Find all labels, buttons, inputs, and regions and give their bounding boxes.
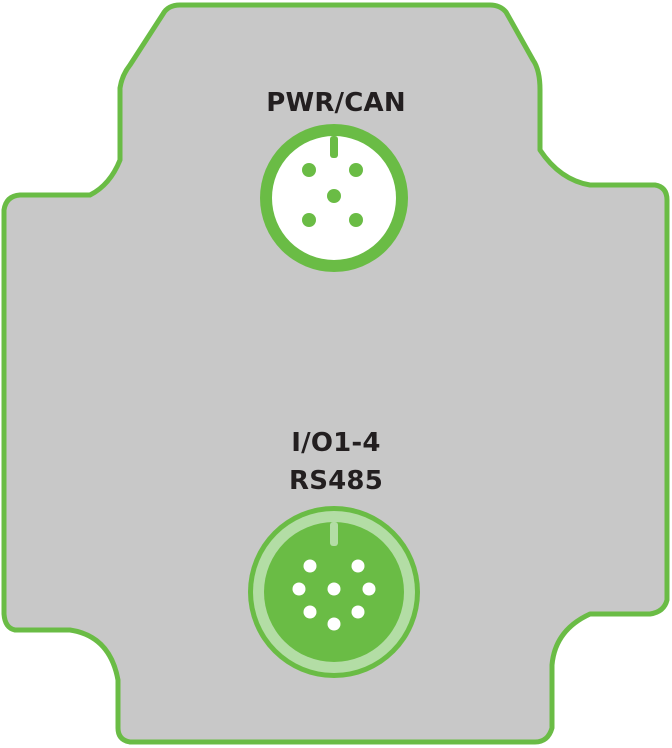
pwr-can-pin-1 (302, 163, 316, 177)
pwr-can-key (330, 136, 338, 158)
pwr-can-connector (260, 124, 408, 272)
io-pin-4 (327, 582, 341, 596)
io-pin-7 (351, 605, 365, 619)
pwr-can-pin-5 (349, 213, 363, 227)
io-label: I/O1-4 (291, 428, 381, 458)
io-pin-8 (327, 617, 341, 631)
io-pin-3 (292, 582, 306, 596)
pwr-can-pin-4 (302, 213, 316, 227)
io-rs485-connector (248, 506, 420, 678)
io-pin-2 (351, 559, 365, 573)
io-pin-5 (362, 582, 376, 596)
pwr-can-label: PWR/CAN (266, 88, 406, 118)
pwr-can-pin-3 (327, 189, 341, 203)
pwr-can-pin-2 (349, 163, 363, 177)
rs485-label: RS485 (288, 466, 384, 496)
io-pin-6 (303, 605, 317, 619)
io-pin-1 (303, 559, 317, 573)
io-key (330, 522, 338, 546)
